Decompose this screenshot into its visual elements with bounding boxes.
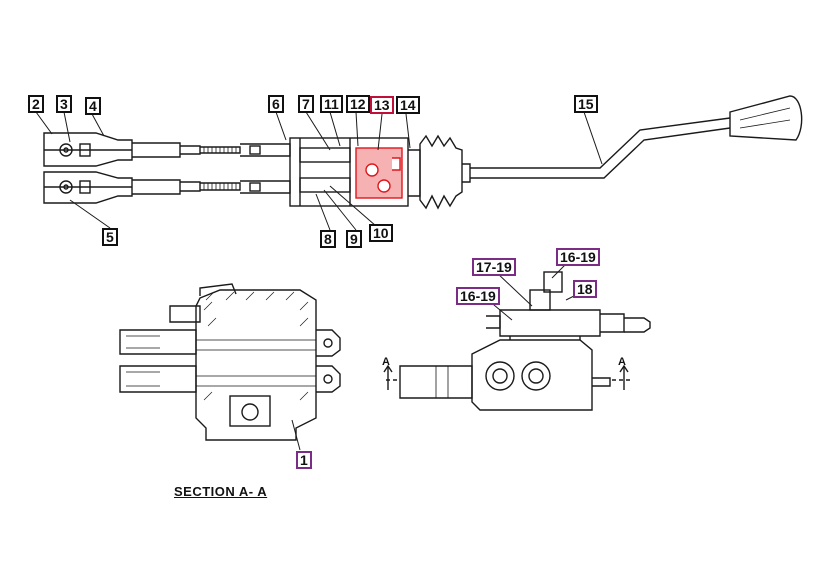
callout-7: 7 bbox=[298, 95, 314, 113]
callout-16-19-upper: 16-19 bbox=[556, 248, 600, 266]
callout-8: 8 bbox=[320, 230, 336, 248]
callout-18: 18 bbox=[573, 280, 597, 298]
callout-2: 2 bbox=[28, 95, 44, 113]
section-view bbox=[119, 283, 341, 441]
callout-5: 5 bbox=[102, 228, 118, 246]
valve-side-view bbox=[383, 271, 651, 411]
callout-6: 6 bbox=[268, 95, 284, 113]
callout-16-19-lower: 16-19 bbox=[456, 287, 500, 305]
callout-13: 13 bbox=[370, 96, 394, 114]
callout-14: 14 bbox=[396, 96, 420, 114]
leader-lines bbox=[35, 111, 603, 451]
callout-15: 15 bbox=[574, 95, 598, 113]
callout-17-19: 17-19 bbox=[472, 258, 516, 276]
callout-11: 11 bbox=[320, 95, 343, 113]
section-mark-left: A bbox=[382, 356, 390, 368]
section-caption: SECTION A- A bbox=[174, 484, 268, 499]
callout-1: 1 bbox=[296, 451, 312, 469]
callout-9: 9 bbox=[346, 230, 362, 248]
highlight-part-13 bbox=[355, 147, 403, 199]
callout-10: 10 bbox=[369, 224, 393, 242]
section-mark-right: A bbox=[618, 356, 626, 368]
callout-12: 12 bbox=[346, 95, 370, 113]
callout-3: 3 bbox=[56, 95, 72, 113]
callout-4: 4 bbox=[85, 97, 101, 115]
lower-clevis bbox=[43, 171, 291, 204]
control-lever bbox=[470, 95, 803, 179]
upper-clevis bbox=[43, 132, 291, 167]
